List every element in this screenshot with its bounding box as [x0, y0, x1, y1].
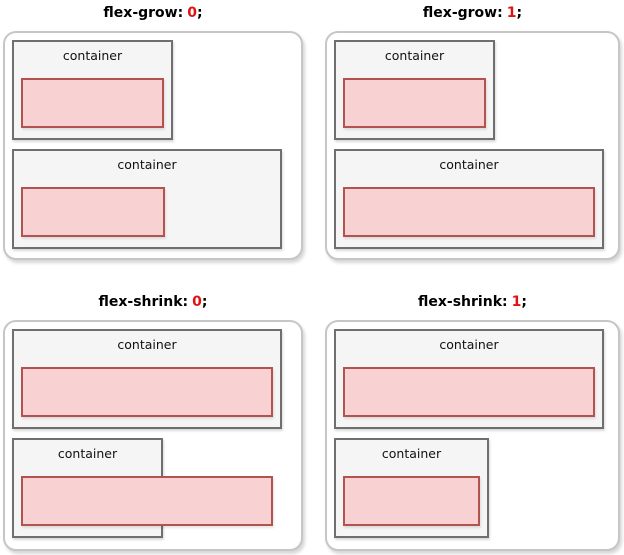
container-label: container	[439, 337, 499, 352]
title-value: 1	[506, 5, 517, 21]
title-property: flex-grow:	[422, 5, 503, 21]
flex-container: container	[334, 40, 495, 140]
title-property: flex-grow:	[103, 5, 184, 21]
flex-panel: container container	[325, 320, 620, 551]
container-label: container	[384, 48, 445, 63]
title-value: 0	[192, 294, 202, 310]
flex-container: container	[12, 438, 273, 538]
quadrant-flex-shrink-1: flex-shrink:1; container container	[325, 292, 620, 551]
flex-item-overflowing	[21, 476, 273, 526]
flex-container: container	[12, 329, 282, 429]
quadrant-flex-grow-1: flex-grow:1; container container	[325, 3, 620, 260]
title-suffix: ;	[201, 294, 208, 310]
flex-item	[343, 187, 595, 237]
container-label: container	[439, 157, 499, 172]
title-suffix: ;	[516, 5, 523, 21]
flex-item	[343, 367, 595, 417]
flex-container: container	[334, 438, 489, 538]
title-property: flex-shrink:	[98, 294, 189, 310]
flex-item-shrunk	[343, 476, 480, 526]
container-label: container	[57, 446, 118, 461]
flex-item	[343, 78, 486, 128]
container-label: container	[62, 48, 123, 63]
container-label: container	[117, 337, 177, 352]
flex-panel: container container	[3, 320, 303, 551]
quadrant-flex-grow-0: flex-grow:0; container container	[3, 3, 303, 260]
title-property: flex-shrink:	[418, 294, 508, 310]
flex-container: container	[12, 149, 282, 249]
container-label: container	[381, 446, 442, 461]
flex-container: container	[334, 149, 604, 249]
flex-container: container	[334, 329, 604, 429]
title-suffix: ;	[196, 5, 203, 21]
container-label: container	[117, 157, 177, 172]
title-suffix: ;	[521, 294, 527, 310]
flex-panel: container container	[3, 31, 303, 260]
quadrant-flex-shrink-0: flex-shrink:0; container container	[3, 292, 303, 551]
panel-title: flex-shrink:0;	[3, 292, 303, 312]
flex-item	[21, 78, 164, 128]
flex-container: container	[12, 40, 173, 140]
flex-item	[21, 187, 165, 237]
flex-item	[21, 367, 273, 417]
panel-title: flex-grow:1;	[325, 3, 620, 23]
panel-title: flex-shrink:1;	[325, 292, 620, 312]
flex-panel: container container	[325, 31, 620, 260]
title-value: 0	[187, 5, 197, 21]
panel-title: flex-grow:0;	[3, 3, 303, 23]
title-value: 1	[511, 294, 522, 310]
